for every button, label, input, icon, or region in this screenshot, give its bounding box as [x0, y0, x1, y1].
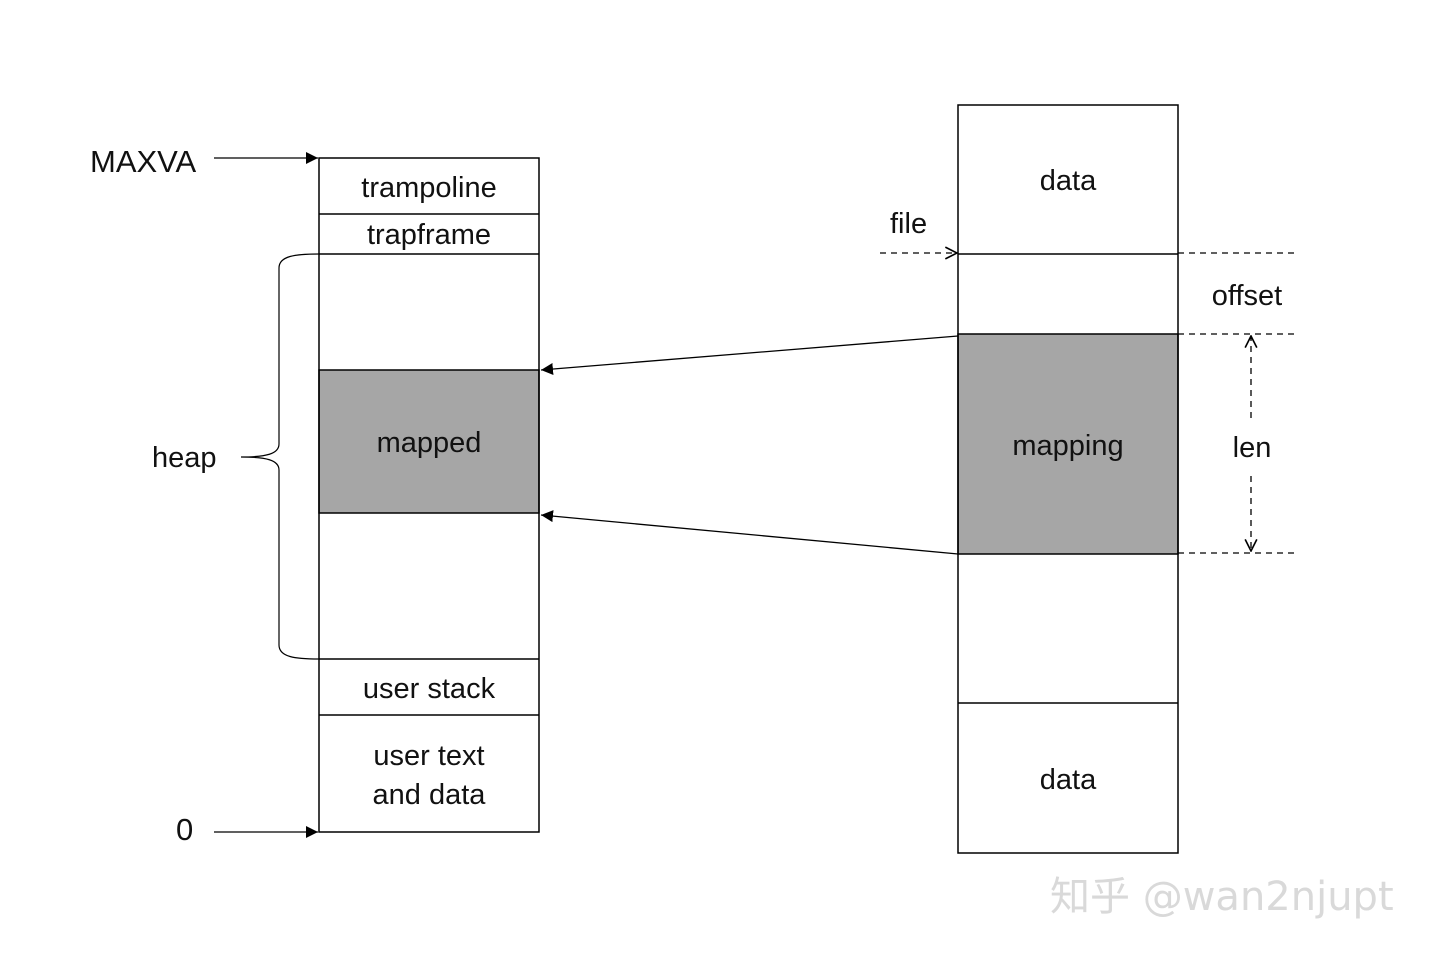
file-column — [957, 104, 1179, 854]
mapped-region — [318, 369, 540, 514]
watermark: 知乎 @wan2njupt — [1050, 874, 1394, 920]
file-data-top-label: data — [1040, 165, 1097, 197]
address-space: trampoline trapframe mapped user stack u… — [90, 144, 540, 847]
heap-brace — [240, 253, 320, 660]
heap-label: heap — [152, 442, 217, 474]
file-pointer-label: file — [890, 208, 927, 240]
user-stack-label: user stack — [363, 673, 496, 705]
address-space-column — [318, 157, 540, 833]
zero-label: 0 — [176, 812, 193, 847]
trampoline-label: trampoline — [361, 172, 496, 204]
file-data-bottom-label: data — [1040, 764, 1097, 796]
mapping-region — [957, 333, 1179, 555]
maxva-label: MAXVA — [90, 144, 197, 179]
mapped-label: mapped — [377, 427, 482, 459]
user-text-label-line1: user text — [373, 740, 484, 772]
user-text-label-line2: and data — [373, 779, 487, 811]
trapframe-label: trapframe — [367, 219, 491, 251]
offset-label: offset — [1212, 280, 1282, 312]
file: data mapping data file offset len — [880, 104, 1298, 854]
mapping-label: mapping — [1012, 430, 1123, 462]
len-label: len — [1233, 432, 1272, 464]
map-arrow-top — [540, 335, 959, 376]
map-arrow-bottom — [540, 510, 959, 555]
